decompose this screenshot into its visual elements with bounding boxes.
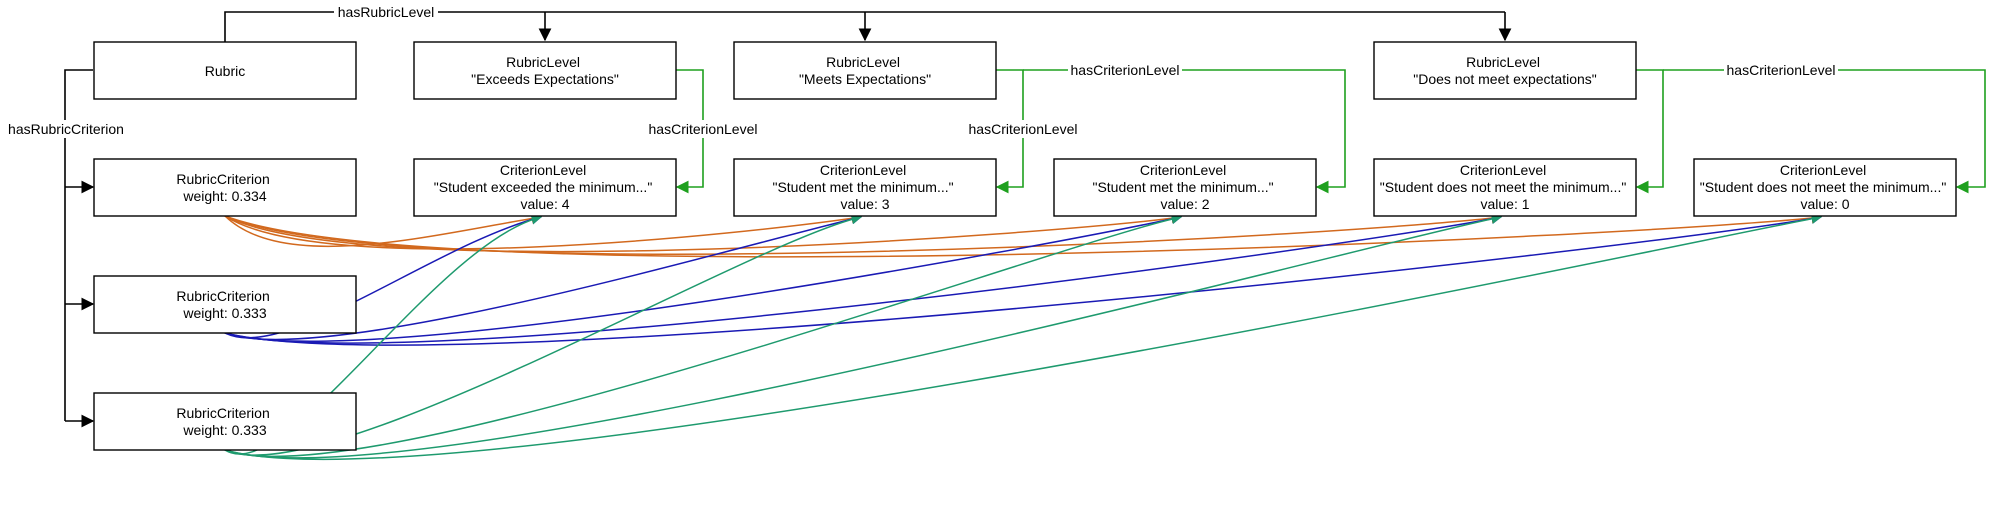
node-title: RubricLevel [1466,54,1540,70]
node-rubric-title: Rubric [205,63,245,79]
node-title: RubricCriterion [176,288,269,304]
svg-text:RubricLevel "Meets Expec: RubricLevel "Meets Expectations" [799,54,931,87]
svg-text:CriterionLevel "Student: CriterionLevel "Student met the minimum.… [772,162,957,212]
node-description: "Student met the minimum..." [1092,179,1273,195]
node-weight: weight: 0.334 [182,188,266,204]
svg-text:RubricLevel "Exceeds Exp: RubricLevel "Exceeds Expectations" [471,54,619,87]
svg-text:RubricCriterion weight:: RubricCriterion weight: 0.333 [176,288,273,321]
edge-criterion-1-to-level-0 [224,212,1823,258]
edge-label-has-criterion-level-3: hasCriterionLevel [1071,62,1180,78]
edge-criterion-3-to-level-1 [224,213,1503,459]
edge-criterion-3-to-level-3 [224,214,863,456]
node-rubric-level-meets: RubricLevel "Meets Expectations" [733,41,997,100]
node-title: RubricCriterion [176,405,269,421]
node-criterion-level-2: CriterionLevel "Student met the minimum.… [1053,158,1317,217]
node-title: CriterionLevel [820,162,906,178]
node-rubric-level-exceeds: RubricLevel "Exceeds Expectations" [413,41,677,100]
edge-label-has-criterion-level-4: hasCriterionLevel [1727,62,1836,78]
edge-criterion-2-to-level-4 [224,214,543,339]
node-description: "Student met the minimum..." [772,179,953,195]
node-value: value: 0 [1800,196,1849,212]
edge-criterion-2-to-level-1 [224,213,1503,344]
edge-criterion-1-to-level-3 [224,213,863,250]
edge-criterion-2-to-level-0 [224,213,1823,346]
edge-criterion-1-to-level-1 [224,212,1503,255]
node-criterion-level-1: CriterionLevel "Student does not meet th… [1373,158,1637,217]
node-title: CriterionLevel [500,162,586,178]
edge-criterion-2-to-level-3 [224,214,863,341]
node-title: RubricCriterion [176,171,269,187]
svg-text:CriterionLevel "Student: CriterionLevel "Student met the minimum.… [1092,162,1277,212]
svg-text:RubricLevel "Does not me: RubricLevel "Does not meet expectations" [1413,54,1597,87]
node-weight: weight: 0.333 [182,422,266,438]
node-criterion-level-3: CriterionLevel "Student met the minimum.… [733,158,997,217]
edge-label-has-rubric-criterion: hasRubricCriterion [8,121,124,137]
criterion-to-level-edges [224,212,1823,461]
node-criterion-level-4: CriterionLevel "Student exceeded the min… [413,158,677,217]
node-description: "Student does not meet the minimum..." [1380,179,1627,195]
edge-label-has-criterion-level-1: hasCriterionLevel [649,121,758,137]
node-rubric-level-not-meet: RubricLevel "Does not meet expectations" [1373,41,1637,100]
svg-text:RubricCriterion weight:: RubricCriterion weight: 0.333 [176,405,273,438]
node-description: "Student does not meet the minimum..." [1700,179,1947,195]
node-description: "Student exceeded the minimum..." [434,179,653,195]
svg-text:RubricCriterion weight:: RubricCriterion weight: 0.334 [176,171,273,204]
edge-criterion-3-to-level-2 [224,213,1183,458]
edge-has-rubric-criterion [64,69,95,428]
svg-text:CriterionLevel "Student: CriterionLevel "Student does not meet th… [1380,162,1630,212]
svg-text:CriterionLevel "Student: CriterionLevel "Student exceeded the min… [434,162,656,212]
edge-criterion-1-to-level-2 [224,213,1183,253]
node-rubric-criterion-3: RubricCriterion weight: 0.333 [93,392,357,451]
node-value: value: 2 [1160,196,1209,212]
node-rubric-criterion-1: RubricCriterion weight: 0.334 [93,158,357,217]
edge-criterion-3-to-level-4 [224,214,543,455]
node-rubric: Rubric [93,41,357,100]
node-subtitle: "Exceeds Expectations" [471,71,619,87]
node-title: CriterionLevel [1780,162,1866,178]
edge-criterion-2-to-level-2 [224,213,1183,342]
node-value: value: 3 [840,196,889,212]
node-subtitle: "Meets Expectations" [799,71,931,87]
node-weight: weight: 0.333 [182,305,266,321]
node-rubric-criterion-2: RubricCriterion weight: 0.333 [93,275,357,334]
node-subtitle: "Does not meet expectations" [1413,71,1597,87]
edge-has-rubric-level [224,11,1512,42]
svg-text:CriterionLevel "Student: CriterionLevel "Student does not meet th… [1700,162,1950,212]
node-value: value: 1 [1480,196,1529,212]
edge-criterion-3-to-level-0 [224,213,1823,461]
node-title: RubricLevel [826,54,900,70]
node-value: value: 4 [520,196,569,212]
edge-label-has-rubric-level: hasRubricLevel [338,4,435,20]
node-title: CriterionLevel [1460,162,1546,178]
svg-text:Rubric: Rubric [205,63,245,79]
node-title: RubricLevel [506,54,580,70]
edge-label-has-criterion-level-2: hasCriterionLevel [969,121,1078,137]
node-title: CriterionLevel [1140,162,1226,178]
node-criterion-level-0: CriterionLevel "Student does not meet th… [1693,158,1957,217]
